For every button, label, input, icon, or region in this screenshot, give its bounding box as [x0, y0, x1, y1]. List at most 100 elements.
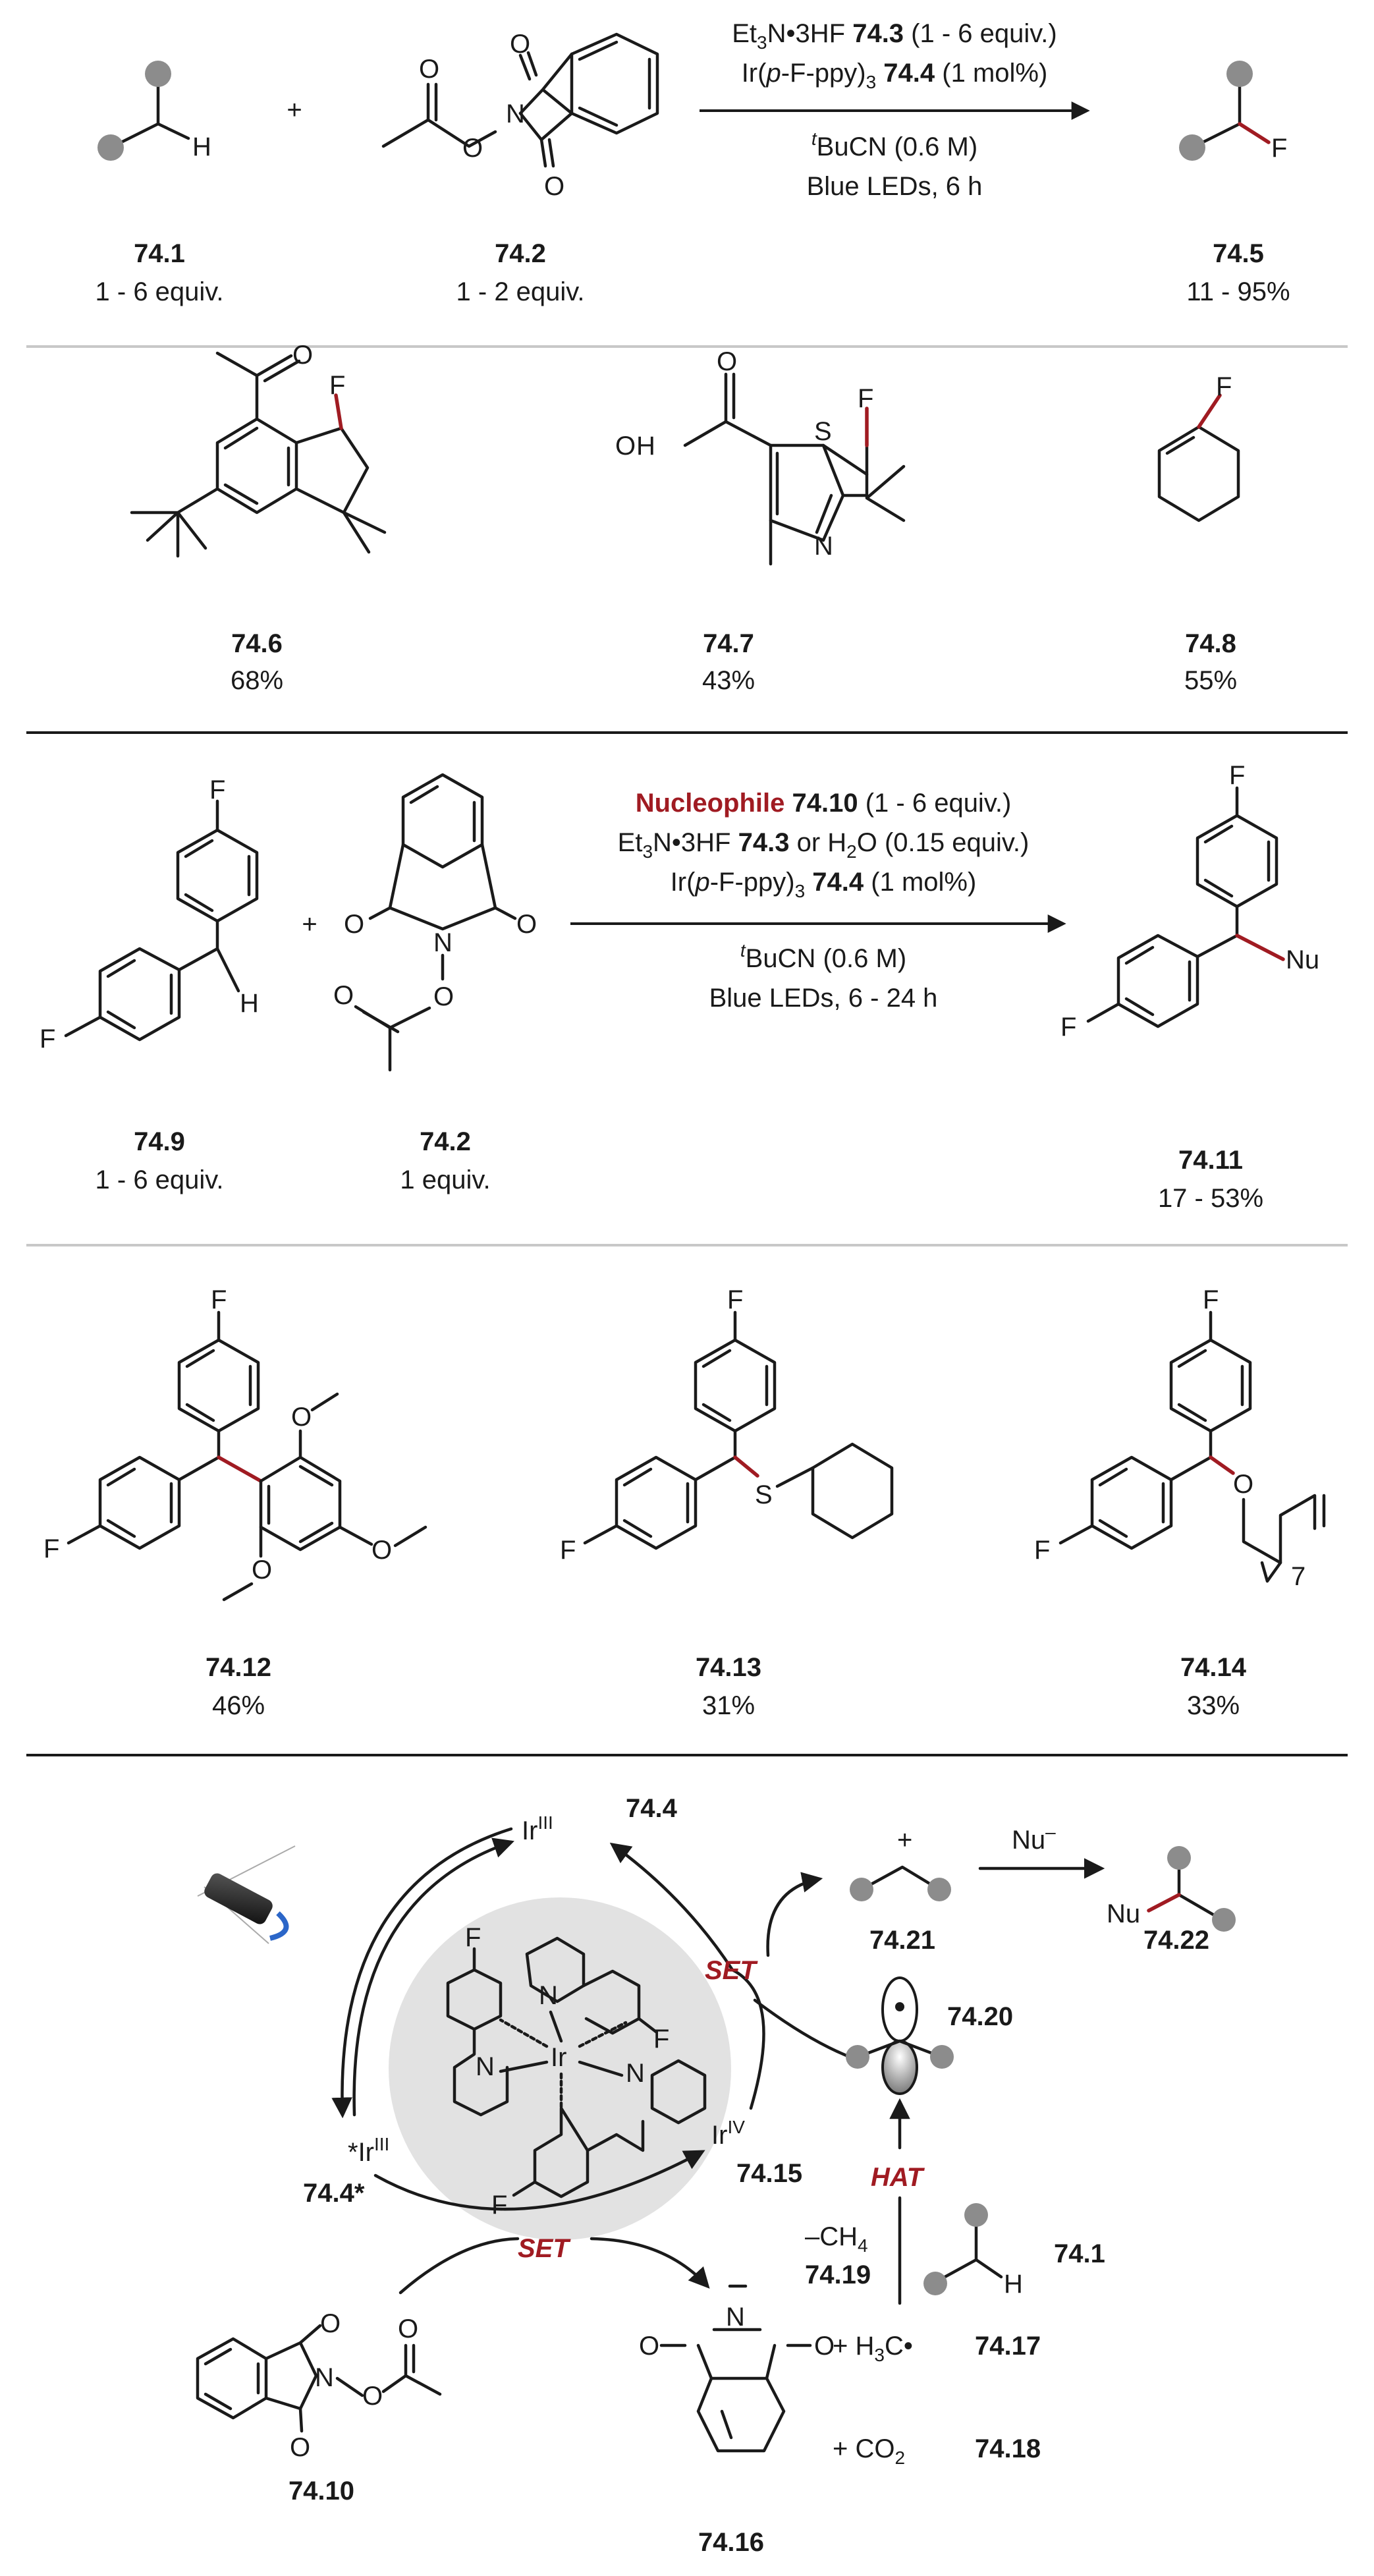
- svg-text:N: N: [626, 2059, 645, 2088]
- conditions-2: Nucleophile 74.10 (1 - 6 equiv.) Et3N•3H…: [570, 789, 1066, 1013]
- equiv-74-2b: 1 equiv.: [400, 1165, 490, 1194]
- svg-text:F: F: [1216, 372, 1232, 401]
- svg-text:F: F: [1060, 1013, 1076, 1042]
- label-74-15: 74.15: [736, 2159, 802, 2188]
- label-74-4-star: 74.4*: [303, 2179, 365, 2208]
- label-74-7: 74.7: [703, 629, 754, 658]
- svg-text:H: H: [240, 989, 259, 1018]
- substrate-74-1-cycle: H: [923, 2203, 1023, 2299]
- ir-catalyst-structure: Ir N N N F F F: [446, 1923, 707, 2220]
- svg-text:N: N: [433, 928, 453, 957]
- plus-sign-2: +: [302, 910, 317, 939]
- equiv-74-1: 1 - 6 equiv.: [96, 277, 224, 306]
- carbocation-74-21: +: [850, 1826, 951, 1901]
- svg-text:N: N: [315, 2363, 334, 2392]
- svg-text:N: N: [814, 532, 833, 561]
- svg-text:tBuCN (0.6 M): tBuCN (0.6 M): [740, 940, 906, 973]
- svg-text:Ir(p-F-ppy)3 74.4 (1 mol%): Ir(p-F-ppy)3 74.4 (1 mol%): [742, 59, 1048, 92]
- svg-text:F: F: [43, 1534, 59, 1563]
- svg-text:N: N: [506, 99, 525, 128]
- svg-text:Ir: Ir: [551, 2043, 566, 2072]
- svg-text:7: 7: [1291, 1562, 1305, 1591]
- catalytic-cycle: Ir N N N F F F IrIII 74.4: [196, 1794, 1236, 2557]
- equiv-74-9: 1 - 6 equiv.: [96, 1165, 224, 1194]
- svg-text:O: O: [510, 30, 530, 59]
- set-label-top: SET: [705, 1956, 758, 1985]
- svg-text:S: S: [755, 1480, 773, 1509]
- svg-text:F: F: [653, 2025, 669, 2054]
- svg-text:N: N: [476, 2052, 495, 2081]
- label-74-19: 74.19: [805, 2260, 871, 2289]
- substrate-74-1: H: [97, 61, 211, 161]
- svg-text:O: O: [1233, 1470, 1253, 1499]
- svg-text:N: N: [726, 2303, 745, 2332]
- svg-text:O: O: [371, 1536, 392, 1565]
- reagent-74-2: O O O O N: [381, 30, 659, 201]
- svg-text:F: F: [40, 1024, 55, 1053]
- conditions-1: Et3N•3HF 74.3 (1 - 6 equiv.) Ir(p-F-ppy)…: [700, 19, 1090, 201]
- product-74-22: Nu: [1107, 1846, 1236, 1932]
- label-74-13: 74.13: [696, 1653, 761, 1682]
- yield-74-12: 46%: [212, 1691, 265, 1720]
- svg-text:Nucleophile 74.10 (1 - 6 equiv: Nucleophile 74.10 (1 - 6 equiv.): [636, 789, 1012, 818]
- ir-iv: IrIV: [711, 2117, 745, 2150]
- svg-text:F: F: [211, 1285, 227, 1314]
- yield-74-6: 68%: [231, 666, 283, 695]
- svg-text:tBuCN (0.6 M): tBuCN (0.6 M): [811, 128, 977, 161]
- substrate-74-9: F H F: [40, 775, 259, 1053]
- product-74-5: F: [1179, 61, 1287, 163]
- svg-text:F: F: [1034, 1536, 1050, 1565]
- label-74-14: 74.14: [1180, 1653, 1247, 1682]
- plus-sign: +: [287, 96, 302, 125]
- label-74-11: 74.11: [1178, 1146, 1243, 1175]
- product-74-13: F F S: [560, 1285, 894, 1565]
- yield-74-5: 11 - 95%: [1186, 277, 1290, 306]
- svg-text:Blue LEDs, 6 h: Blue LEDs, 6 h: [807, 172, 983, 201]
- label-74-4: 74.4: [626, 1794, 678, 1823]
- svg-text:H: H: [636, 432, 655, 461]
- ir-iii-top: IrIII: [522, 1812, 553, 1845]
- svg-text:O: O: [398, 2314, 418, 2343]
- label-74-1-cycle: 74.1: [1054, 2239, 1105, 2268]
- svg-text:O: O: [252, 1555, 272, 1584]
- svg-text:O: O: [362, 2382, 383, 2411]
- svg-text:O: O: [419, 55, 439, 84]
- product-74-8: F: [1157, 372, 1240, 522]
- phthalimide-anion-74-16: N O O: [639, 2284, 835, 2453]
- svg-text:Ir(p-F-ppy)3 74.4 (1 mol%): Ir(p-F-ppy)3 74.4 (1 mol%): [671, 868, 977, 901]
- svg-text:O: O: [344, 910, 364, 939]
- yield-74-13: 31%: [702, 1691, 755, 1720]
- byproduct-co2: + CO2: [833, 2434, 905, 2468]
- product-74-12: F F O O O: [43, 1285, 427, 1602]
- svg-text:F: F: [465, 1923, 481, 1952]
- product-74-14: F F O 7: [1034, 1285, 1326, 1591]
- label-74-18: 74.18: [975, 2434, 1041, 2463]
- hat-label: HAT: [871, 2163, 925, 2192]
- svg-text:F: F: [1203, 1285, 1219, 1314]
- svg-text:O: O: [544, 172, 564, 201]
- ir-iii-excited: *IrIII: [348, 2134, 389, 2167]
- svg-text:O: O: [333, 981, 354, 1010]
- yield-74-11: 17 - 53%: [1158, 1184, 1263, 1213]
- set-label-bottom: SET: [518, 2234, 571, 2263]
- equiv-74-2: 1 - 2 equiv.: [456, 277, 585, 306]
- catalyst-highlight: [389, 1897, 731, 2240]
- label-74-2b: 74.2: [420, 1127, 471, 1156]
- label-74-2: 74.2: [495, 239, 546, 268]
- svg-text:Blue LEDs, 6 - 24 h: Blue LEDs, 6 - 24 h: [709, 984, 938, 1013]
- yield-74-14: 33%: [1187, 1691, 1240, 1720]
- label-74-12: 74.12: [206, 1653, 271, 1682]
- svg-text:F: F: [329, 371, 345, 400]
- label-74-21: 74.21: [869, 1926, 935, 1955]
- label-74-20: 74.20: [947, 2002, 1013, 2031]
- product-74-11: F Nu F: [1060, 761, 1319, 1042]
- atom-H: H: [192, 132, 211, 161]
- methane-loss: –CH4: [805, 2222, 868, 2256]
- svg-text:+: +: [897, 1826, 912, 1855]
- product-74-7: S N F O O H: [615, 347, 906, 566]
- label-74-22: 74.22: [1143, 1926, 1209, 1955]
- svg-text:F: F: [209, 775, 225, 804]
- svg-text:O: O: [516, 910, 537, 939]
- svg-text:F: F: [1229, 761, 1245, 790]
